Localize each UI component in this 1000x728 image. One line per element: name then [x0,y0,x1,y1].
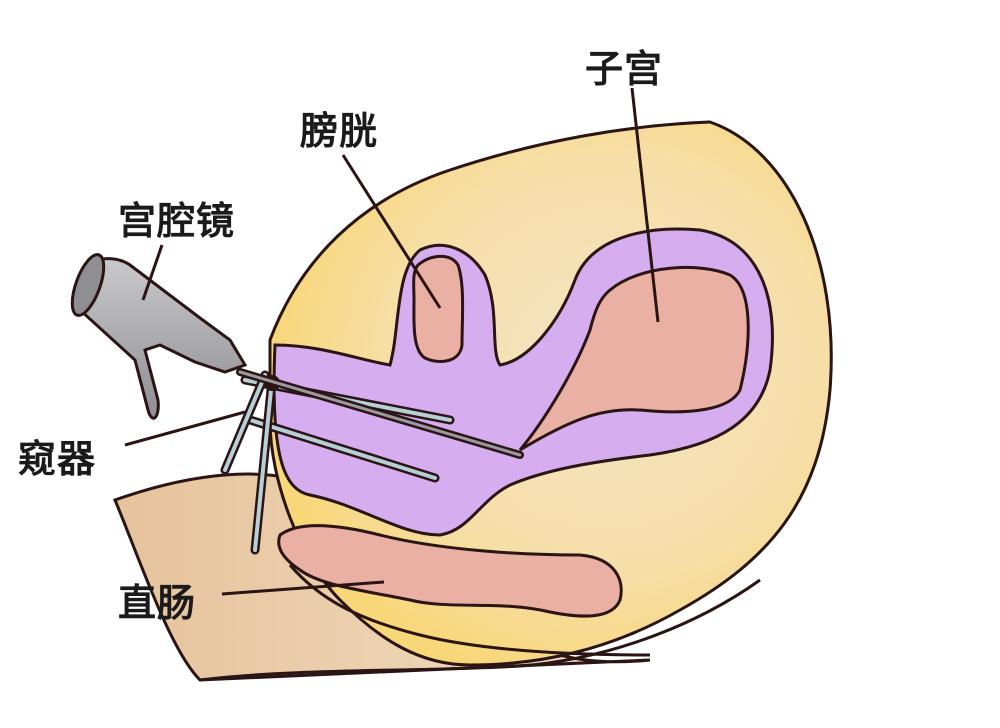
label-speculum: 窥器 [18,437,97,481]
uterus-organ [518,266,750,452]
leader-bladder [341,154,442,309]
leader-speculum [124,410,246,447]
leader-hysteroscope [141,244,164,301]
label-bladder: 膀胱 [300,109,379,153]
hysteroscope-instrument [70,253,248,420]
label-uterus: 子宫 [585,47,664,91]
leader-rectum [221,580,385,596]
label-rectum: 直肠 [118,581,197,625]
label-hysteroscope: 宫腔镜 [118,199,236,243]
rectum-organ [277,524,623,618]
leader-uterus [630,87,660,323]
bladder-organ [412,254,465,363]
